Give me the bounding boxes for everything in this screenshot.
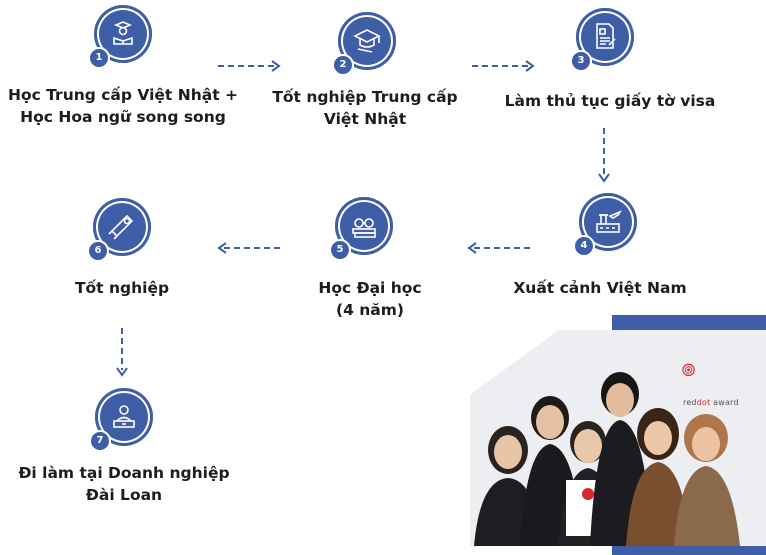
step-1-icon-circle: 1 [88, 5, 152, 69]
step-1-label: Học Trung cấp Việt Nhật + Học Hoa ngữ so… [0, 84, 246, 128]
reddot-text-red: red [683, 398, 697, 407]
laptop-worker-icon [113, 405, 135, 428]
step-6-number-badge: 6 [87, 240, 109, 262]
step-2-icon-circle: 2 [332, 12, 396, 76]
step-3-icon-circle: 3 [570, 8, 634, 72]
step-6-label: Tốt nghiệp [40, 277, 204, 299]
arrow-4-to-5 [467, 242, 530, 254]
step-5-label-line1: Học Đại học [318, 279, 422, 297]
step-4-label-line1: Xuất cảnh Việt Nam [513, 279, 687, 297]
step-5-number-badge: 5 [329, 239, 351, 261]
arrow-5-to-6 [217, 242, 280, 254]
step-4-icon-circle: 4 [573, 193, 637, 257]
person-5 [626, 408, 690, 546]
step-2-number-badge: 2 [332, 54, 354, 76]
step-5-icon-circle: 5 [329, 197, 393, 261]
arrow-2-to-3 [472, 60, 535, 72]
step-7-icon-circle: 7 [89, 388, 153, 452]
person-6 [674, 414, 740, 546]
diploma-icon [108, 214, 134, 240]
reddot-award-logo [682, 363, 695, 377]
group-photo [470, 330, 766, 546]
step-5-label: Học Đại học (4 năm) [290, 277, 450, 321]
step-6-icon-circle: 6 [87, 198, 151, 262]
step-2-label: Tốt nghiệp Trung cấp Việt Nhật [262, 86, 468, 130]
step-1-label-line1: Học Trung cấp Việt Nhật + [7, 86, 239, 104]
arrow-3-to-4 [598, 128, 610, 183]
student-reading-icon [113, 21, 133, 45]
arrow-6-to-7 [116, 328, 128, 377]
graduation-cap-icon [353, 29, 381, 53]
airport-icon [596, 210, 623, 233]
step-3-number-badge: 3 [570, 50, 592, 72]
step-2-label-line1: Tốt nghiệp Trung cấp [272, 88, 458, 106]
step-1-label-line2: Học Hoa ngữ song song [20, 108, 226, 126]
step-4-label: Xuất cảnh Việt Nam [495, 277, 705, 299]
reddot-award-text: reddot award [683, 398, 739, 407]
group-photo-illustration [470, 330, 766, 546]
arrow-1-to-2 [218, 60, 281, 72]
step-1-number-badge: 1 [88, 47, 110, 69]
reddot-text-award: award [710, 398, 739, 407]
step-6-label-line1: Tốt nghiệp [74, 279, 170, 297]
reddot-text-dot: dot [696, 398, 711, 407]
document-icon [596, 23, 616, 49]
step-5-label-line2: (4 năm) [336, 301, 404, 319]
step-7-number-badge: 7 [89, 430, 111, 452]
step-3-label-line1: Làm thủ tục giấy tờ visa [504, 92, 716, 110]
step-4-number-badge: 4 [573, 235, 595, 257]
step-7-label-line1: Đi làm tại Doanh nghiệp [18, 464, 230, 482]
step-3-label: Làm thủ tục giấy tờ visa [495, 90, 725, 112]
step-7-label-line2: Đài Loan [85, 486, 163, 504]
books-icon [352, 218, 376, 238]
step-2-label-line2: Việt Nhật [323, 110, 407, 128]
step-7-label: Đi làm tại Doanh nghiệp Đài Loan [4, 462, 244, 506]
